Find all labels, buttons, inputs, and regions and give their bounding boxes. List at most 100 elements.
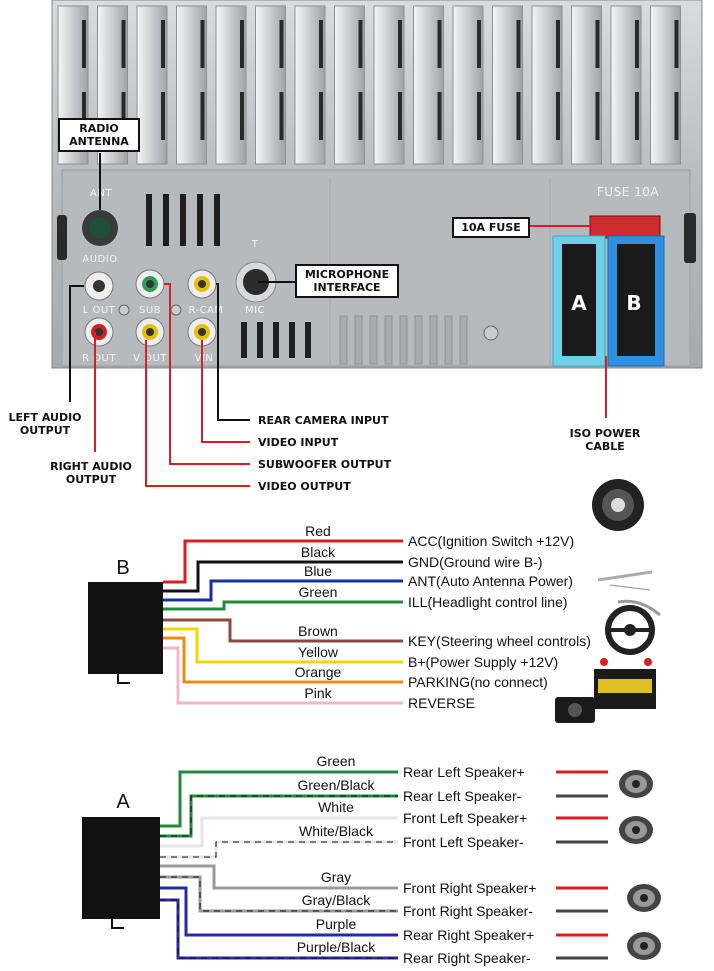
vent-slot <box>289 322 295 358</box>
wire-a-color-label: Purple <box>316 916 357 932</box>
wire-b-1 <box>163 560 403 593</box>
rca-jack-l-out <box>84 271 114 301</box>
radio-antenna-line1: RADIO <box>79 122 119 135</box>
steering-wheel-icon <box>605 605 655 655</box>
iso-connector-a: A <box>552 235 606 367</box>
iso-a-label: A <box>571 291 587 315</box>
vent-rib <box>354 315 363 365</box>
wire-a-function-label: Rear Left Speaker- <box>403 788 522 804</box>
battery-icon <box>594 658 656 709</box>
wire-a-function-label: Front Left Speaker- <box>403 834 524 850</box>
left-audio-line1: LEFT AUDIO <box>8 411 82 424</box>
rca-jack-vin <box>187 317 217 347</box>
vent-slot <box>257 322 263 358</box>
fuse <box>589 215 661 239</box>
vent-slot <box>273 322 279 358</box>
vent-slots <box>146 194 468 365</box>
wire-b-function-label: ANT(Auto Antenna Power) <box>408 573 573 589</box>
vent-rib <box>369 315 378 365</box>
mic-label: MIC <box>245 305 265 316</box>
radio-antenna-callout: RADIO ANTENNA <box>58 118 140 152</box>
microphone-port <box>243 269 269 295</box>
sub-label: SUB <box>139 305 161 316</box>
wire-a-function-label: Front Right Speaker+ <box>403 880 536 896</box>
wire-b-color-label: Red <box>305 523 331 539</box>
fuse-callout: 10A FUSE <box>452 217 530 238</box>
harness-b-label: B <box>116 557 129 579</box>
vent-slot <box>146 194 152 246</box>
right-audio-callout: RIGHT AUDIO OUTPUT <box>36 460 146 486</box>
wire-a-color-label: White <box>318 799 354 815</box>
wire-b-0 <box>163 539 403 584</box>
wire-a-function-label: Rear Left Speaker+ <box>403 764 525 780</box>
wire-a-0 <box>160 770 398 828</box>
vent-rib <box>459 315 468 365</box>
audio-label: AUDIO <box>82 254 117 265</box>
speaker-icon <box>627 884 661 912</box>
wire-a-color-label: Purple/Black <box>297 939 377 955</box>
ignition-key-icon <box>592 479 644 531</box>
vent-rib <box>414 315 423 365</box>
microphone-line2: INTERFACE <box>313 281 381 294</box>
wire-b-function-label: ILL(Headlight control line) <box>408 594 568 610</box>
wire-b-function-label: B+(Power Supply +12V) <box>408 654 558 670</box>
vent-slot <box>163 194 169 246</box>
iso-connector-b: B <box>607 235 665 367</box>
wire-b-color-label: Orange <box>295 664 342 680</box>
vent-slot <box>214 194 220 246</box>
vent-rib <box>429 315 438 365</box>
wire-a-color-label: Green <box>317 753 356 769</box>
vent-rib <box>399 315 408 365</box>
headlight-icon <box>617 599 661 617</box>
iso-power-line1: ISO POWER <box>569 427 641 440</box>
wire-b-color-label: Yellow <box>298 644 339 660</box>
wire-a-color-label: Green/Black <box>297 777 375 793</box>
wire-a-function-label: Front Left Speaker+ <box>403 810 527 826</box>
wire-a-color-label: White/Black <box>299 823 374 839</box>
microphone-line1: MICROPHONE <box>304 268 390 281</box>
backup-camera-icon <box>555 697 595 723</box>
microphone-callout: MICROPHONE INTERFACE <box>295 264 399 298</box>
rca-jack-v-out <box>135 317 165 347</box>
speaker-icon <box>627 932 661 960</box>
connector-b-plug <box>88 582 163 674</box>
speaker-icons <box>619 770 661 960</box>
l-out-label: L OUT <box>83 305 116 316</box>
rca-jack-r-cam <box>187 269 217 299</box>
speaker-icon <box>619 816 653 844</box>
vent-slot <box>305 322 311 358</box>
harness-a-label: A <box>116 791 130 813</box>
wire-b-color-label: Black <box>301 544 336 560</box>
wire-b-6 <box>163 636 403 684</box>
vent-slot <box>180 194 186 246</box>
wire-b-color-label: Pink <box>304 685 332 701</box>
wire-b-function-label: GND(Ground wire B-) <box>408 554 543 570</box>
vin-label: VIN <box>195 353 214 364</box>
iso-power-line2: CABLE <box>585 440 625 453</box>
callout-leaders <box>69 153 607 487</box>
iso-power-callout: ISO POWER CABLE <box>560 427 650 453</box>
wire-b-function-label: KEY(Steering wheel controls) <box>408 633 591 649</box>
wire-b-function-label: PARKING(no connect) <box>408 674 548 690</box>
vent-rib <box>444 315 453 365</box>
wire-b-color-label: Green <box>299 584 338 600</box>
wire-b-function-label: REVERSE <box>408 695 475 711</box>
wire-b-3 <box>163 600 403 611</box>
wire-a-2 <box>160 816 398 848</box>
left-audio-line2: OUTPUT <box>19 424 71 437</box>
vent-slot <box>197 194 203 246</box>
wire-a-6 <box>160 886 398 937</box>
wire-a-function-label: Front Right Speaker- <box>403 903 533 919</box>
ant-port-label: ANT <box>90 188 112 199</box>
wire-a-color-label: Gray/Black <box>302 892 371 908</box>
wire-b-color-label: Blue <box>304 563 332 579</box>
wire-b-function-label: ACC(Ignition Switch +12V) <box>408 533 574 549</box>
speaker-icon <box>619 770 653 798</box>
vent-slot <box>241 322 247 358</box>
fuse-callout-text: 10A FUSE <box>461 221 521 234</box>
